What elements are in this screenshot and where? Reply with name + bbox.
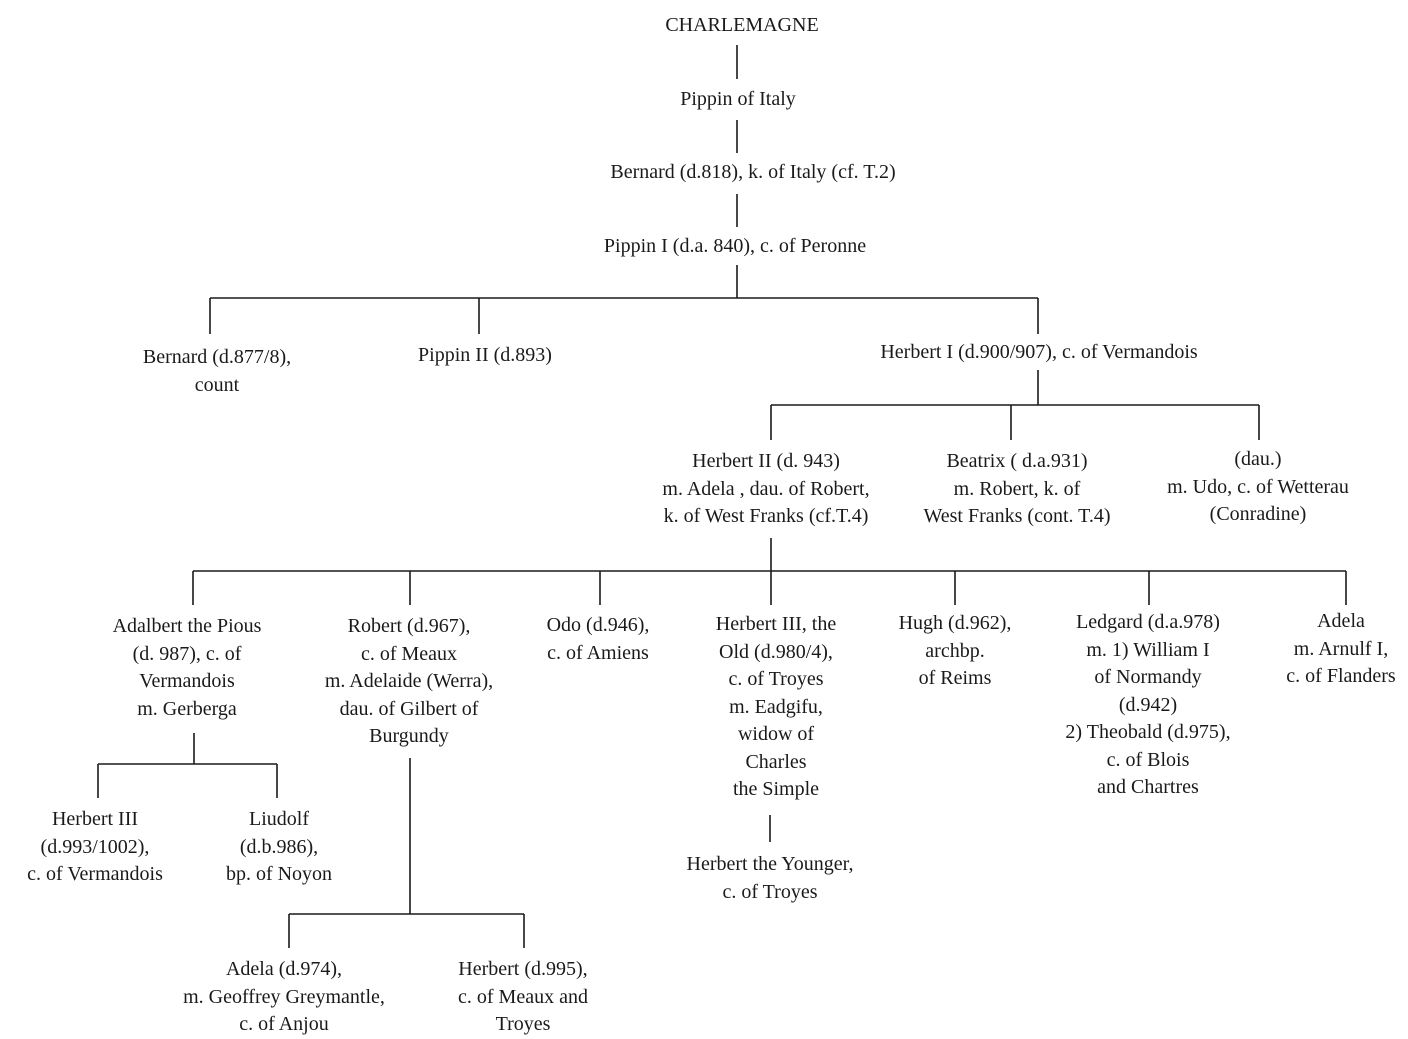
node-text-line: and Chartres (1097, 776, 1199, 798)
node-text-line: Burgundy (369, 725, 449, 747)
node-text-line: Vermandois (139, 670, 235, 692)
node-text-line: Robert (d.967), (347, 615, 471, 637)
node-text-line: (Conradine) (1209, 503, 1307, 525)
node-text-line: m. Gerberga (137, 697, 237, 720)
node-text-line: Bernard (d.877/8), (142, 346, 292, 368)
node-text-line: Charles (745, 750, 807, 773)
node-text-line: k. of West Franks (cf.T.4) (663, 505, 869, 527)
node-text-line: 2) Theobald (d.975), (1065, 721, 1231, 743)
node-adela-of-anjou: Adela (d.974), m. Geoffrey Greymantle, c. … (183, 956, 385, 1039)
node-text-line: m. Geoffrey Greymantle, (183, 985, 385, 1008)
node-text-line: Old (d.980/4), (719, 640, 833, 663)
node-text-line: (d.942) (1118, 693, 1178, 716)
node-robert-of-meaux: Robert (d.967), c. of Meaux m. Adelaide (W… (325, 613, 493, 751)
node-text-line: m. Adelaide (Werra), (324, 670, 494, 692)
node-liudolf: Liudolf (d.b.986), bp. of Noyon (226, 806, 332, 889)
node-bernard-count: Bernard (d.877/8), count (143, 344, 291, 399)
node-text-line: (d.b.986), (239, 835, 319, 858)
node-text-line: bp. of Noyon (225, 863, 333, 885)
node-daughter-m-udo: (dau.) m. Udo, c. of Wetterau (Conradine) (1167, 446, 1349, 529)
node-charlemagne: CHARLEMAGNE (665, 12, 818, 40)
node-text-line: c. of Troyes (728, 668, 824, 690)
node-text-line: c. of Meaux (360, 642, 458, 665)
node-text-line: Pippin I (d.a. 840), c. of Peronne (603, 235, 867, 257)
node-text-line: c. of Meaux and (458, 985, 588, 1008)
node-odo-of-amiens: Odo (d.946), c. of Amiens (547, 612, 650, 667)
node-text-line: Adela (d.974), (225, 958, 343, 980)
node-text-line: of Normandy (1094, 666, 1202, 688)
node-text-line: Adela (1317, 610, 1365, 632)
node-text-line: Herbert the Younger, (686, 853, 854, 875)
node-pippin-of-italy: Pippin of Italy (680, 86, 796, 114)
node-text-line: Pippin of Italy (680, 88, 796, 110)
node-text-line: (d. 987), c. of (132, 642, 242, 665)
node-text-line: Adalbert the Pious (112, 615, 262, 637)
node-text-line: Hugh (d.962), (898, 612, 1012, 634)
node-text-line: of Reims (918, 667, 992, 689)
node-text-line: c. of Vermandois (27, 863, 163, 885)
node-text-line: Herbert III, the (715, 613, 837, 635)
node-text-line: Pippin II (d.893) (418, 344, 552, 366)
node-text-line: Bernard (d.818), k. of Italy (cf. T.2) (610, 161, 896, 183)
node-text-line: dau. of Gilbert of (339, 697, 479, 720)
node-text-line: Liudolf (248, 808, 309, 830)
node-text-line: c. of Troyes (722, 880, 818, 903)
node-text-line: m. Udo, c. of Wetterau (1167, 475, 1349, 498)
node-adela-of-flanders: Adela m. Arnulf I, c. of Flanders (1286, 608, 1395, 691)
node-text-line: c. of Anjou (239, 1013, 329, 1035)
node-adalbert-the-pious: Adalbert the Pious (d. 987), c. of Vermand… (113, 613, 262, 723)
node-text-line: m. Robert, k. of (953, 477, 1081, 500)
node-text-line: CHARLEMAGNE (665, 14, 819, 36)
node-herbert-i: Herbert I (d.900/907), c. of Vermandois (880, 339, 1197, 367)
node-beatrix: Beatrix ( d.a.931) m. Robert, k. of West F… (923, 448, 1110, 531)
node-text-line: archbp. (925, 639, 985, 662)
node-text-line: Herbert (d.995), (458, 958, 588, 980)
node-text-line: c. of Flanders (1286, 665, 1396, 687)
node-hugh-archbishop: Hugh (d.962), archbp. of Reims (899, 610, 1012, 693)
node-text-line: m. Adela , dau. of Robert, (662, 477, 870, 500)
node-text-line: Ledgard (d.a.978) (1076, 611, 1220, 633)
node-text-line: the Simple (732, 778, 820, 800)
node-text-line: (dau.) (1234, 448, 1282, 470)
node-text-line: Herbert III (51, 808, 139, 830)
node-text-line: Odo (d.946), (546, 614, 650, 636)
node-text-line: c. of Amiens (547, 641, 649, 664)
node-text-line: widow of (737, 723, 815, 745)
node-text-line: m. 1) William I (1086, 638, 1210, 661)
node-text-line: Herbert II (d. 943) (692, 450, 840, 472)
node-text-line: (d.993/1002), (40, 835, 150, 858)
node-herbert-iii-of-vermandois: Herbert III (d.993/1002), c. of Vermandois (27, 806, 163, 889)
node-text-line: c. of Blois (1106, 748, 1190, 771)
node-bernard-king-of-italy: Bernard (d.818), k. of Italy (cf. T.2) (610, 159, 895, 187)
node-text-line: West Franks (cont. T.4) (923, 505, 1111, 527)
node-text-line: Herbert I (d.900/907), c. of Vermandois (880, 341, 1198, 363)
node-pippin-i: Pippin I (d.a. 840), c. of Peronne (604, 233, 866, 261)
node-text-line: Beatrix ( d.a.931) (946, 450, 1088, 472)
node-text-line: count (194, 373, 240, 396)
node-text-line: m. Eadgifu, (729, 695, 823, 718)
node-pippin-ii: Pippin II (d.893) (418, 342, 552, 370)
node-text-line: Troyes (495, 1013, 551, 1035)
node-herbert-the-younger: Herbert the Younger, c. of Troyes (687, 851, 854, 906)
node-text-line: m. Arnulf I, (1293, 637, 1389, 660)
node-ledgard: Ledgard (d.a.978) m. 1) William I of Norma… (1065, 609, 1230, 802)
node-herbert-ii: Herbert II (d. 943) m. Adela , dau. of Ro… (662, 448, 869, 531)
